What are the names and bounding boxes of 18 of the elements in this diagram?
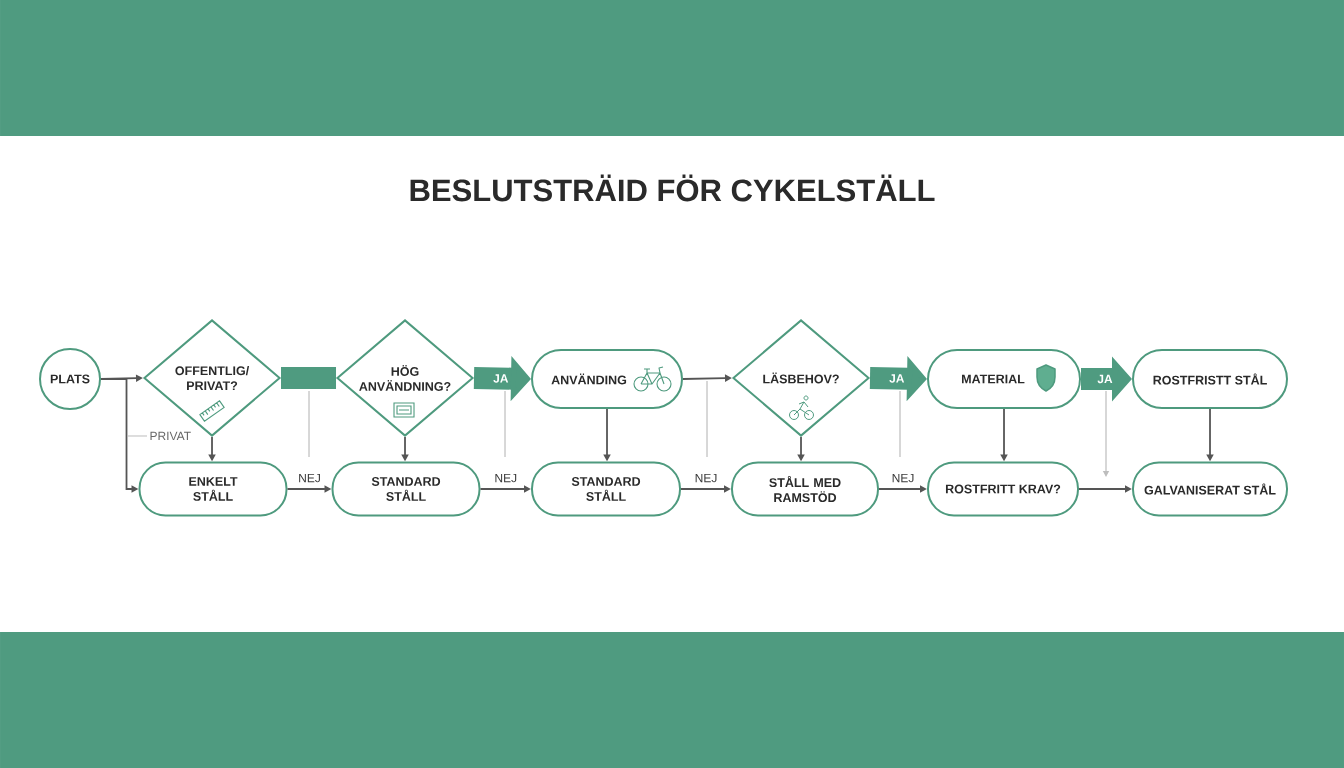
process-box: GALVANISERAT STÅL bbox=[1132, 461, 1288, 517]
process-box: MATERIAL bbox=[927, 349, 1081, 409]
edge-label: JA bbox=[889, 374, 905, 383]
process-box: STANDARD STÅLL bbox=[531, 461, 681, 517]
edge-label: NEJ bbox=[492, 472, 519, 484]
edge-label: JA bbox=[493, 374, 509, 383]
process-box: ROSTFRITT KRAV? bbox=[927, 461, 1079, 517]
edge-label: NEJ bbox=[890, 472, 916, 484]
process-box: STÅLL MED RAMSTÖD bbox=[731, 461, 879, 517]
process-box: STANDARD STÅLL bbox=[331, 461, 481, 517]
title: BESLUTSTRÄID FÖR CYKELSTÄLL bbox=[410, 174, 935, 202]
edge-label: NEJ bbox=[296, 472, 323, 484]
process-box: ANVÄNDING bbox=[531, 349, 683, 409]
edge-label: NEJ bbox=[693, 472, 719, 484]
connector-band bbox=[281, 367, 336, 389]
edge-label: JA bbox=[1097, 374, 1113, 384]
process-box: ENKELT STÅLL bbox=[138, 461, 288, 517]
process-box: ROSTFRISTT STÅL bbox=[1132, 349, 1288, 409]
